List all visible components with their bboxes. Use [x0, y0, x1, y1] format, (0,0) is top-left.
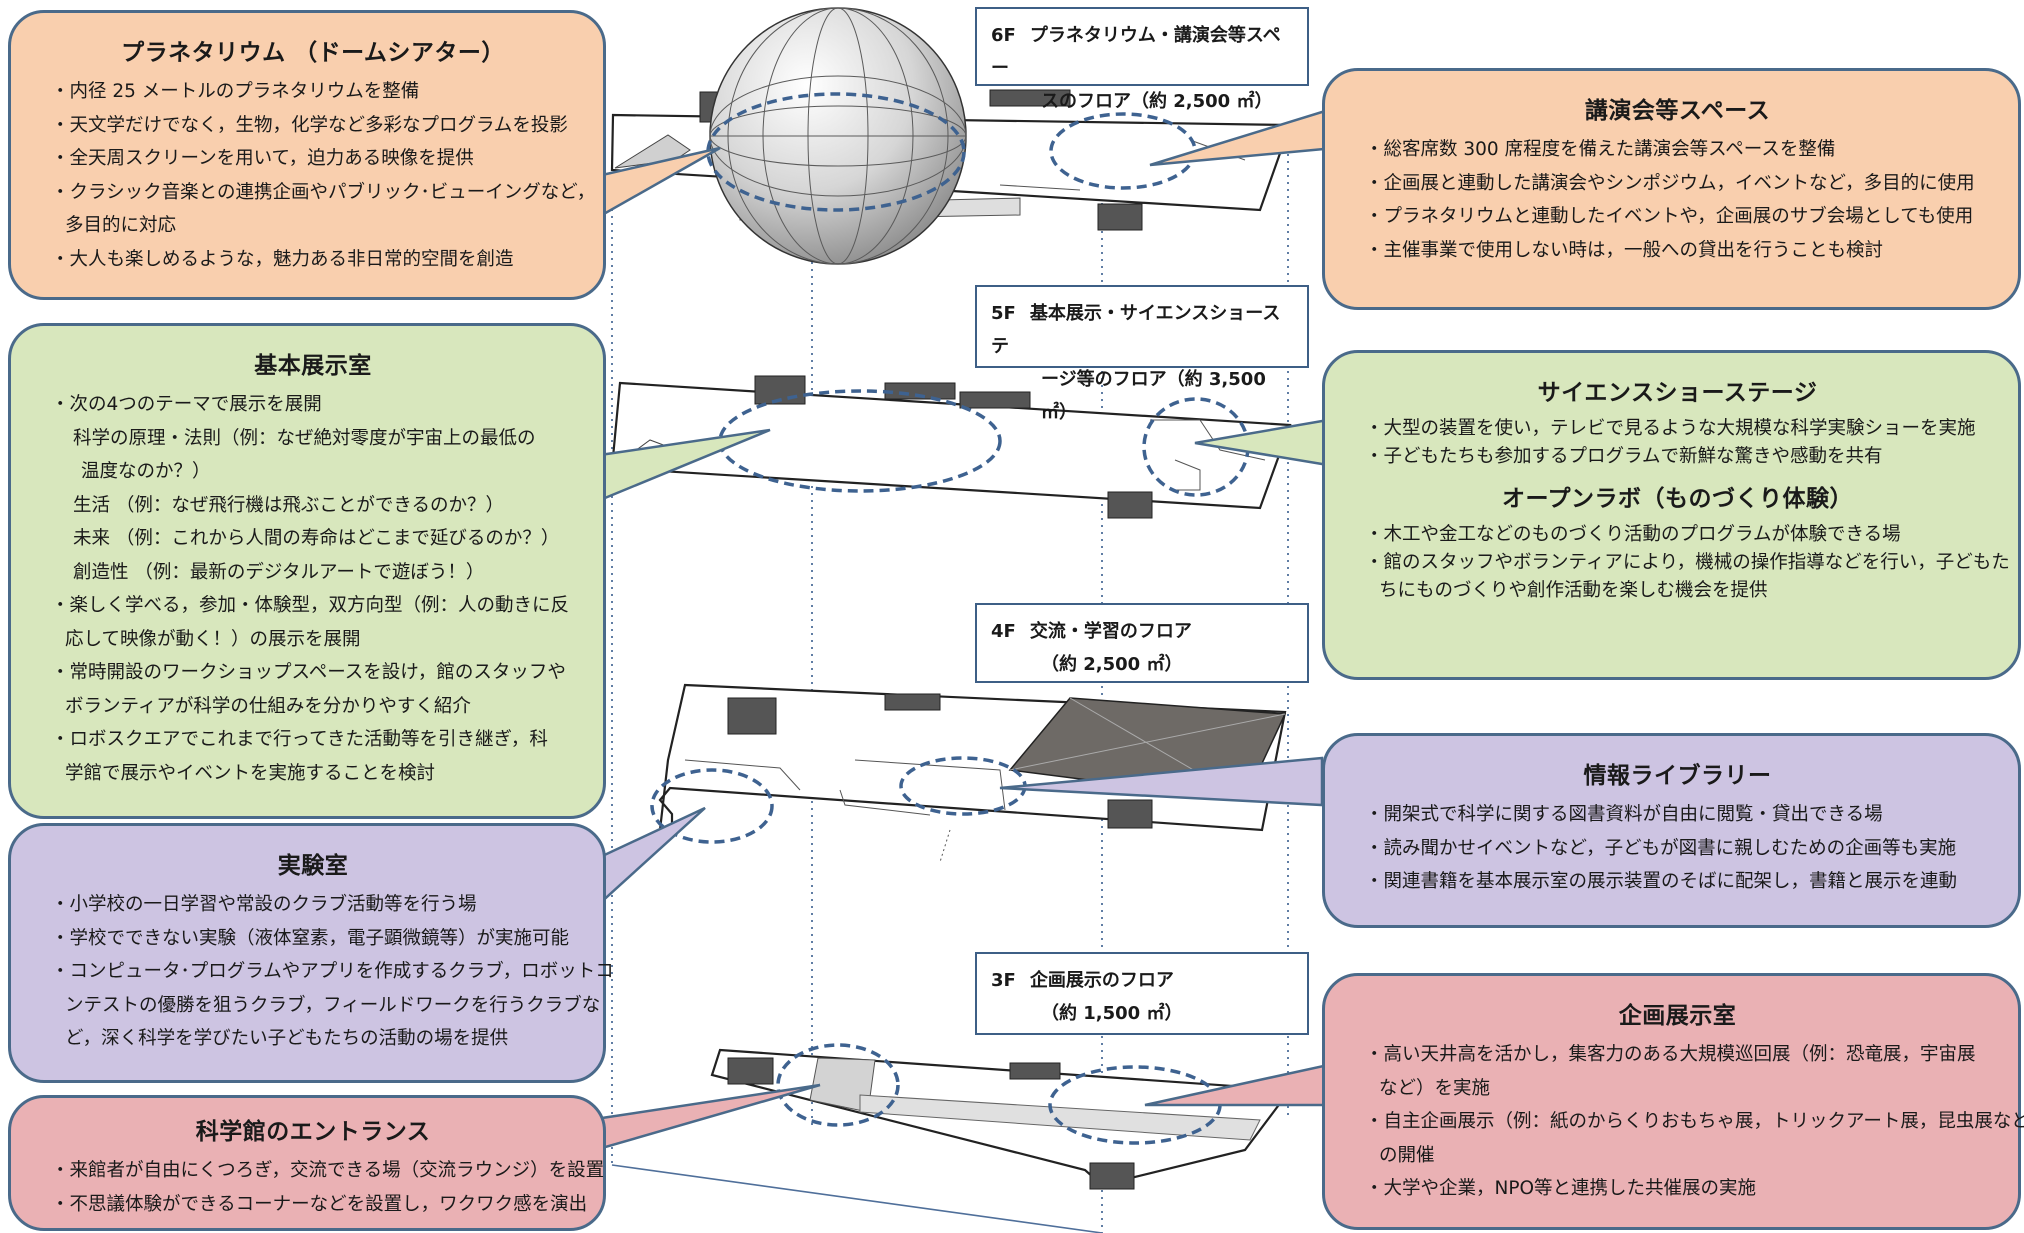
callout-title: 情報ライブラリー — [1583, 763, 1772, 789]
list-item: 多目的に対応 — [65, 215, 177, 236]
callout-basic-exhibit: 基本展示室 ・次の4つのテーマで展示を展開 科学の原理・法則（例：なぜ絶対零度が… — [8, 323, 606, 819]
callout-list: ・開架式で科学に関する図書資料が自由に閲覧・貸出できる場 ・読み聞かせイベントな… — [1365, 798, 1990, 899]
list-item: ・関連書籍を基本展示室の展示装置のそばに配架し，書籍と展示を連動 — [1365, 871, 1958, 892]
list-item: ・大型の装置を使い，テレビで見るような大規模な科学実験ショーを実施 — [1365, 418, 1976, 439]
floor-label-4f: 4F 交流・学習のフロア （約 2,500 ㎡） — [975, 603, 1309, 683]
list-item: ボランティアが科学の仕組みを分かりやすく紹介 — [65, 695, 471, 717]
dashed-area-basic-exhibit — [718, 389, 1002, 493]
list-item: ・コンピュータ･プログラムやアプリを作成するクラブ，ロボットコ — [51, 961, 614, 982]
callout-list: ・来館者が自由にくつろぎ，交流できる場（交流ラウンジ）を設置 ・不思議体験ができ… — [51, 1154, 605, 1221]
callout-title: 科学館のエントランス — [195, 1119, 431, 1145]
list-item: ・読み聞かせイベントなど，子どもが図書に親しむための企画等も実施 — [1365, 837, 1957, 859]
callout-list: ・内径 25 メートルのプラネタリウムを整備 ・天文学だけでなく，生物，化学など… — [51, 75, 596, 276]
list-item: ・主催事業で使用しない時は，一般への貸出を行うことも検討 — [1365, 239, 1884, 261]
list-item: ンテストの優勝を狙うクラブ，フィールドワークを行うクラブな — [65, 994, 601, 1016]
list-item: ど，深く科学を学びたい子どもたちの活動の場を提供 — [65, 1028, 509, 1049]
entrance-solid-line — [611, 1164, 1103, 1233]
callout-lecture-space: 講演会等スペース ・総客席数 300 席程度を備えた講演会等スペースを整備 ・企… — [1322, 68, 2021, 310]
callout-title: サイエンスショーステージ — [1537, 380, 1818, 406]
callout-entrance: 科学館のエントランス ・来館者が自由にくつろぎ，交流できる場（交流ラウンジ）を設… — [8, 1095, 606, 1231]
list-item: ・木工や金工などのものづくり活動のプログラムが体験できる場 — [1365, 524, 1901, 545]
dashed-area-entrance — [776, 1043, 900, 1127]
list-item: ・常時開設のワークショップスペースを設け，館のスタッフや — [51, 662, 566, 683]
list-item: など）を実施 — [1379, 1077, 1491, 1099]
callout-title: 講演会等スペース — [1584, 98, 1771, 124]
pointer-lab — [596, 806, 706, 908]
callout-title: 実験室 — [277, 853, 349, 879]
callout-special-exhibit: 企画展示室 ・高い天井高を活かし，集客力のある大規模巡回展（例：恐竜展，宇宙展 … — [1322, 973, 2024, 1230]
dashed-area-lab — [650, 768, 774, 844]
list-item: ・総客席数 300 席程度を備えた講演会等スペースを整備 — [1365, 139, 1836, 160]
callout-list: ・総客席数 300 席程度を備えた講演会等スペースを整備 ・企画展と連動した講演… — [1365, 133, 1990, 267]
floor-label-3f: 3F 企画展示のフロア （約 1,500 ㎡） — [975, 952, 1309, 1035]
list-item: ・子どもたちも参加するプログラムで新鮮な驚きや感動を共有 — [1365, 446, 1883, 467]
list-item: ・クラシック音楽との連携企画やパブリック･ビューイングなど， — [51, 181, 596, 203]
list-item: ・プラネタリウムと連動したイベントや，企画展のサブ会場としても使用 — [1365, 206, 1974, 227]
list-item: ・大学や企業，NPO等と連携した共催展の実施 — [1365, 1178, 1757, 1199]
list-item: ・高い天井高を活かし，集客力のある大規模巡回展（例：恐竜展，宇宙展 — [1365, 1044, 1976, 1065]
floor-title-line2: ージ等のフロア（約 3,500 ㎡） — [1041, 369, 1266, 423]
callout-planetarium: プラネタリウム （ドームシアター） ・内径 25 メートルのプラネタリウムを整備… — [8, 10, 606, 300]
callout-list: ・高い天井高を活かし，集客力のある大規模巡回展（例：恐竜展，宇宙展 など）を実施… — [1365, 1038, 2024, 1206]
list-item: ・全天周スクリーンを用いて，迫力ある映像を提供 — [51, 148, 474, 169]
floor-title-line1: 企画展示のフロア — [1029, 970, 1174, 991]
list-item: ・小学校の一日学習や常設のクラブ活動等を行う場 — [51, 894, 477, 915]
callout-lab: 実験室 ・小学校の一日学習や常設のクラブ活動等を行う場 ・学校でできない実験（液… — [8, 823, 614, 1083]
list-item: ・ロボスクエアでこれまで行ってきた活動等を引き継ぎ，科 — [51, 729, 548, 750]
callout-subtitle: オープンラボ（ものづくり体験） — [1501, 486, 1854, 512]
list-item: 科学の原理・法則（例：なぜ絶対零度が宇宙上の最低の — [73, 427, 536, 449]
list-item: ・天文学だけでなく，生物，化学など多彩なプログラムを投影 — [51, 114, 568, 136]
floor-title-line2: （約 2,500 ㎡） — [1041, 654, 1183, 675]
callout-list: ・次の4つのテーマで展示を展開 科学の原理・法則（例：なぜ絶対零度が宇宙上の最低… — [51, 388, 575, 790]
floor-number: 4F — [991, 621, 1016, 642]
list-item: ・来館者が自由にくつろぎ，交流できる場（交流ラウンジ）を設置 — [51, 1160, 605, 1181]
floor-title-line1: 基本展示・サイエンスショーステ — [991, 303, 1281, 357]
list-item: 温度なのか？） — [81, 461, 211, 482]
list-item: ・自主企画展示（例：紙のからくりおもちゃ展，トリックアート展，昆虫展など） — [1365, 1111, 2024, 1132]
list-item: ・楽しく学べる，参加・体験型，双方向型（例：人の動きに反 — [51, 595, 570, 616]
list-item: ・開架式で科学に関する図書資料が自由に閲覧・貸出できる場 — [1365, 804, 1883, 825]
list-item: ・不思議体験ができるコーナーなどを設置し，ワクワク感を演出 — [51, 1193, 588, 1215]
floor-plate-3f — [710, 1043, 1293, 1190]
list-item: の開催 — [1379, 1144, 1435, 1166]
callout-title: 基本展示室 — [254, 353, 372, 379]
callout-title: 企画展示室 — [1618, 1003, 1737, 1029]
floor-number: 5F — [991, 303, 1016, 324]
pointer-entrance — [600, 1083, 821, 1150]
dashed-area-dome — [706, 92, 966, 212]
list-item: ・大人も楽しめるような，魅力ある非日常的空間を創造 — [51, 248, 514, 270]
list-item: ・館のスタッフやボランティアにより，機械の操作指導などを行い，子どもた — [1365, 552, 2010, 573]
list-item: ・次の4つのテーマで展示を展開 — [51, 394, 322, 415]
callout-title: プラネタリウム （ドームシアター） — [121, 40, 505, 66]
floor-number: 6F — [991, 25, 1016, 46]
callout-library: 情報ライブラリー ・開架式で科学に関する図書資料が自由に閲覧・貸出できる場 ・読… — [1322, 733, 2021, 928]
floor-number: 3F — [991, 970, 1016, 991]
floor-title-line1: 交流・学習のフロア — [1029, 621, 1192, 642]
callout-list: ・大型の装置を使い，テレビで見るような大規模な科学実験ショーを実施 ・子どもたち… — [1365, 415, 1990, 471]
floor-title-line2: （約 1,500 ㎡） — [1041, 1003, 1183, 1024]
list-item: 生活 （例：なぜ飛行機は飛ぶことができるのか？） — [73, 494, 505, 516]
list-item: 創造性 （例：最新のデジタルアートで遊ぼう！） — [73, 561, 485, 583]
list-item: ・学校でできない実験（液体窒素，電子顕微鏡等）が実施可能 — [51, 927, 570, 949]
callout-list-2: ・木工や金工などのものづくり活動のプログラムが体験できる場 ・館のスタッフやボラ… — [1365, 521, 2010, 605]
floor-title-line1: プラネタリウム・講演会等スペー — [991, 25, 1281, 79]
list-item: ・内径 25 メートルのプラネタリウムを整備 — [51, 81, 420, 102]
list-item: ちにものづくりや創作活動を楽しむ機会を提供 — [1379, 580, 1768, 601]
list-item: 未来 （例：これから人間の寿命はどこまで延びるのか？） — [73, 528, 560, 549]
callout-list: ・小学校の一日学習や常設のクラブ活動等を行う場 ・学校でできない実験（液体窒素，… — [51, 888, 614, 1056]
callout-science-show: サイエンスショーステージ ・大型の装置を使い，テレビで見るような大規模な科学実験… — [1322, 350, 2021, 680]
list-item: 応して映像が動く！）の展示を展開 — [65, 628, 361, 650]
list-item: 学館で展示やイベントを実施することを検討 — [65, 762, 436, 784]
list-item: ・企画展と連動した講演会やシンポジウム，イベントなど，多目的に使用 — [1365, 172, 1975, 194]
floor-title-line2: スのフロア（約 2,500 ㎡） — [1041, 91, 1273, 112]
